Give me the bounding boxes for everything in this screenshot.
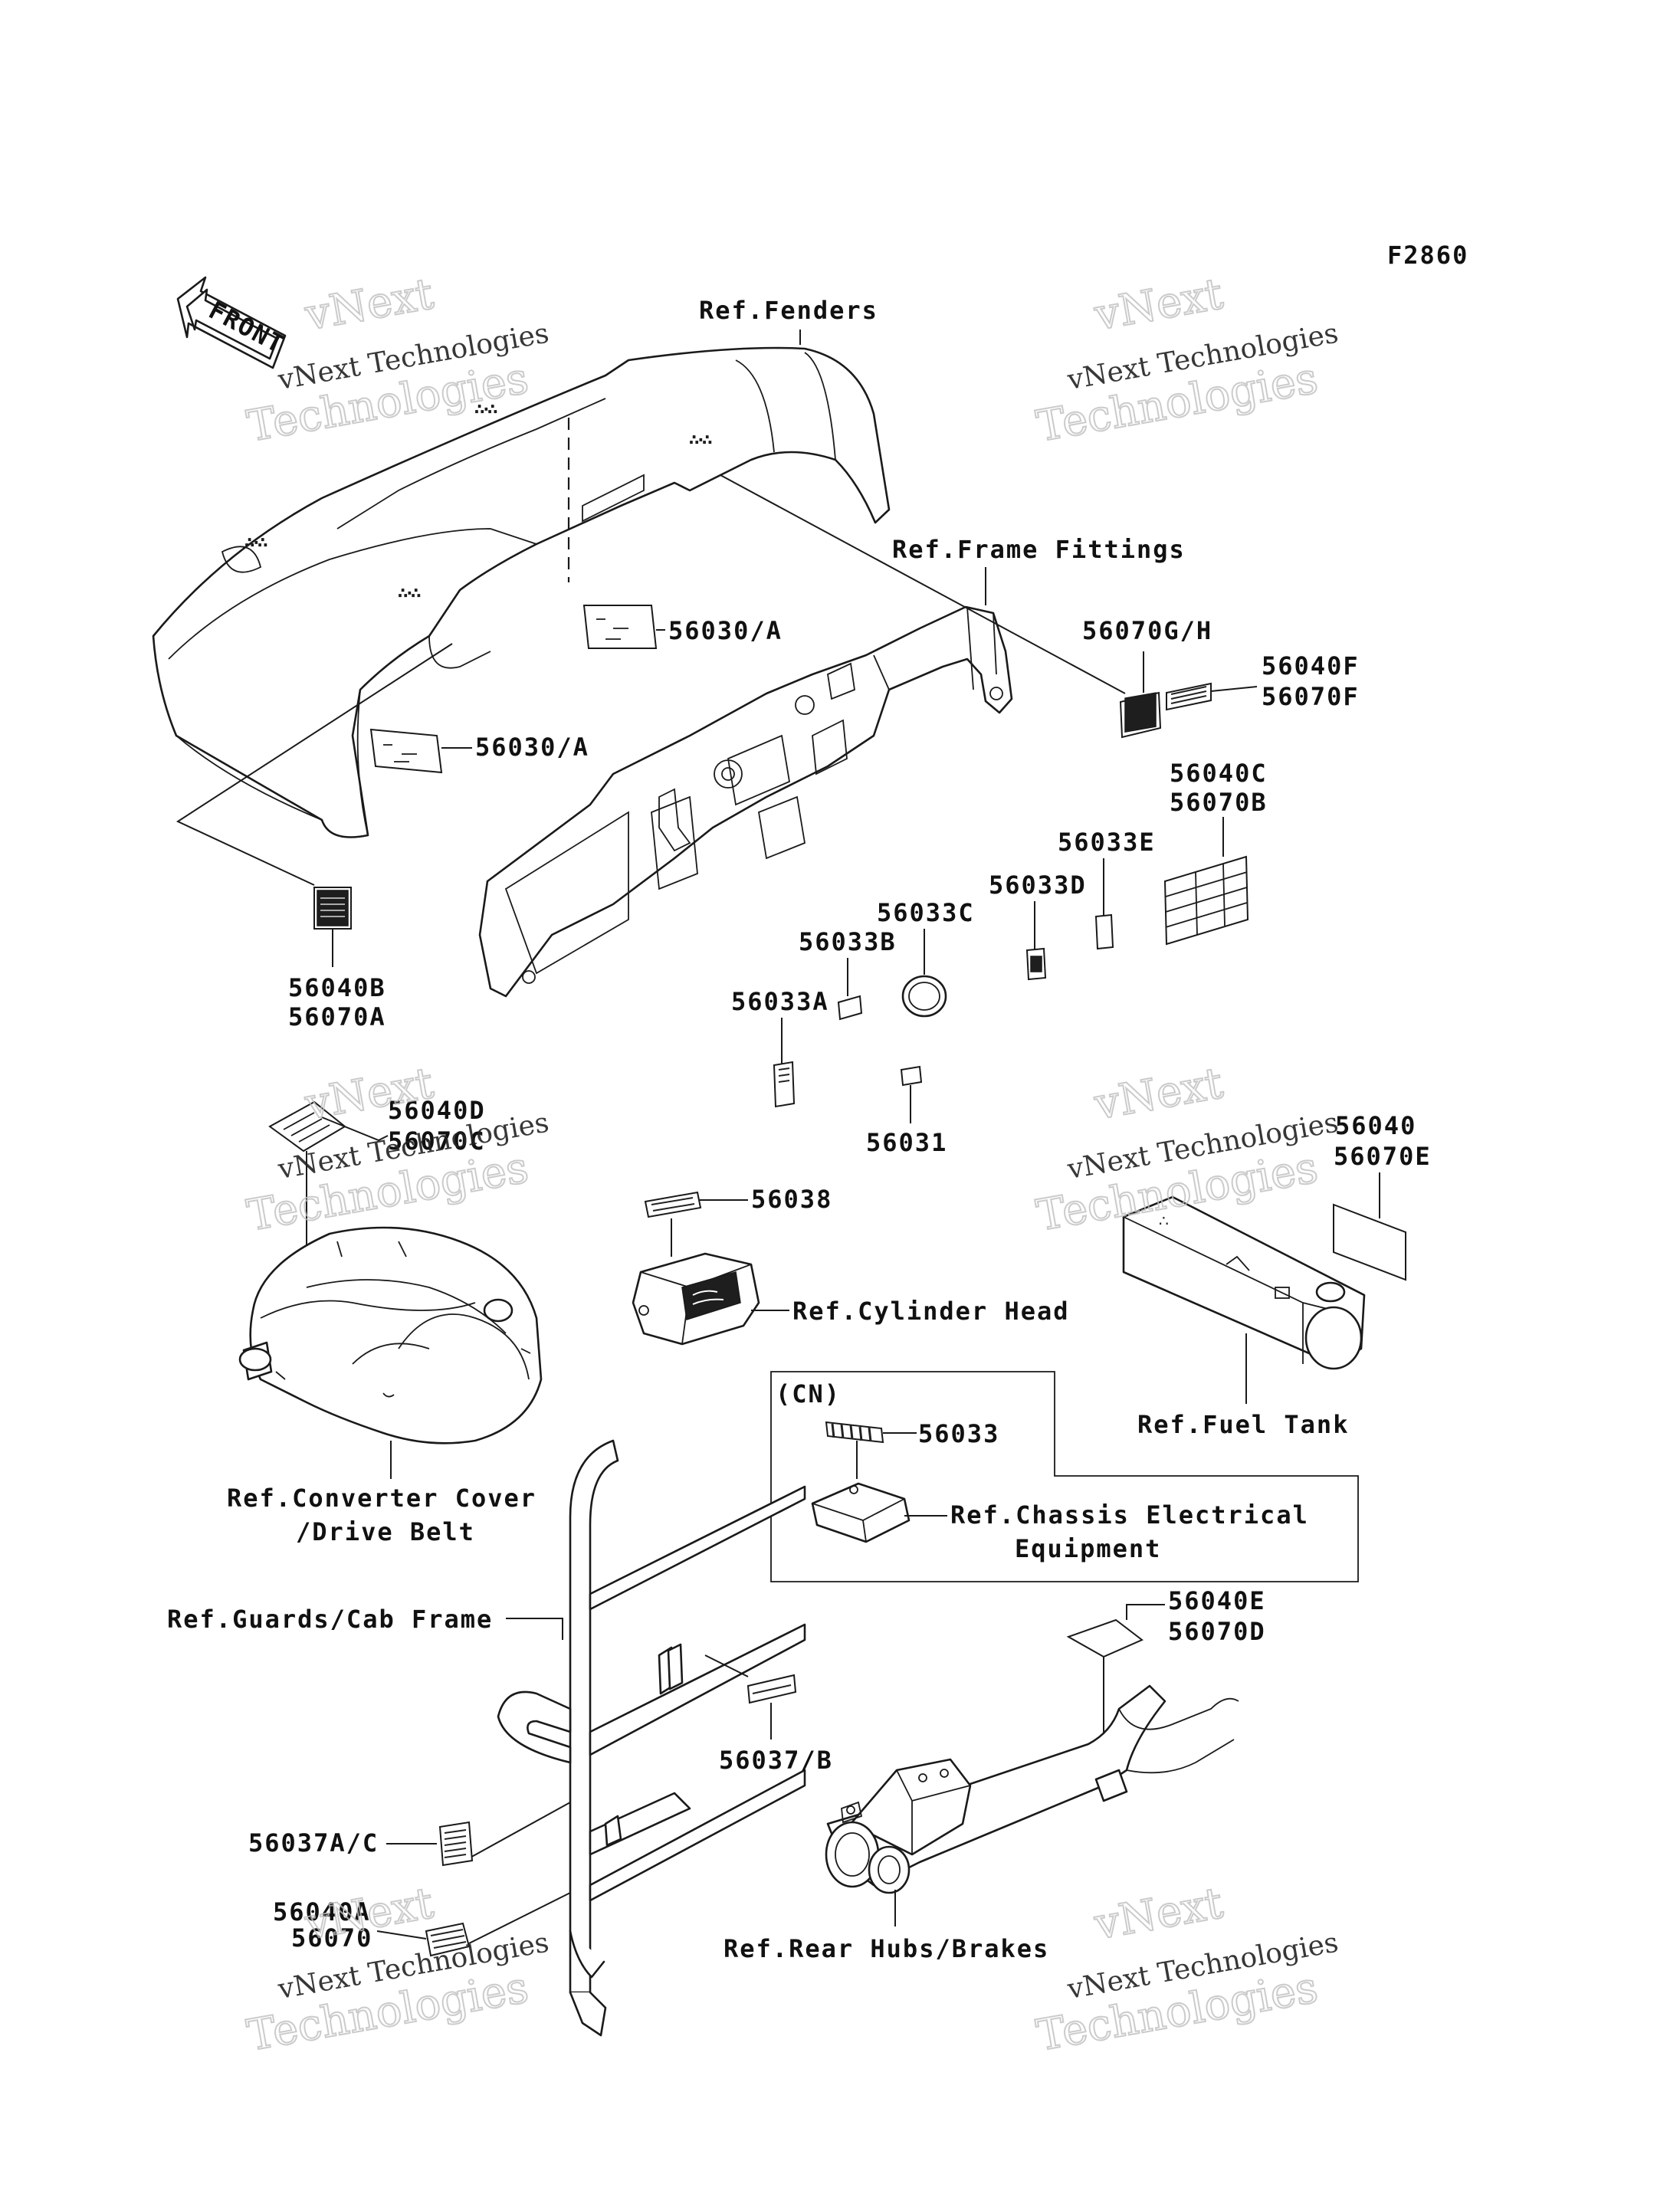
cylinder-head-cover	[632, 1252, 760, 1346]
decal-56037b	[746, 1674, 797, 1704]
decal-56040c-56070b	[1163, 855, 1249, 946]
watermark-top-right: vNext vNext Technologies Technologies	[1032, 268, 1340, 453]
decal-56038	[644, 1191, 702, 1218]
label-56070d: 56070D	[1168, 1617, 1266, 1646]
svg-text:vNext: vNext	[1091, 269, 1227, 340]
label-56040b: 56040B	[288, 973, 386, 1002]
ref-converter-cover-label-1: Ref.Converter Cover	[227, 1484, 536, 1513]
frame-fittings-panel	[478, 605, 1013, 998]
svg-text:vNext: vNext	[1091, 1878, 1227, 1949]
label-56033e: 56033E	[1058, 828, 1156, 857]
decal-56033c-ring	[901, 975, 947, 1018]
label-56070: 56070	[291, 1923, 372, 1953]
label-56033d: 56033D	[989, 871, 1087, 900]
decal-56033b	[837, 995, 863, 1021]
decal-56040f-56070f	[1166, 682, 1212, 711]
watermark-bottom-left: vNext vNext Technologies Technologies	[243, 1877, 551, 2062]
svg-text:∴: ∴	[1159, 1212, 1169, 1230]
label-56033c: 56033C	[877, 898, 975, 927]
label-56038: 56038	[751, 1185, 832, 1214]
decal-56033e	[1094, 913, 1114, 950]
cn-box-label: (CN)	[776, 1379, 841, 1408]
label-56033b: 56033B	[799, 927, 897, 956]
rear-axle-assembly	[825, 1684, 1239, 1894]
watermark-mid-left: vNext vNext Technologies Technologies	[243, 1058, 551, 1242]
label-56070e: 56070E	[1334, 1142, 1432, 1171]
svg-text:vNext: vNext	[1091, 1058, 1227, 1130]
label-56070f: 56070F	[1262, 682, 1360, 711]
watermark-bottom-right: vNext vNext Technologies Technologies	[1032, 1877, 1340, 2062]
chassis-electrical-unit	[811, 1482, 911, 1543]
figure-code: F2860	[1387, 241, 1468, 270]
decal-56033d	[1025, 947, 1047, 981]
ref-guards-cab-frame-label: Ref.Guards/Cab Frame	[167, 1605, 493, 1634]
watermark-mid-right: vNext vNext Technologies Technologies	[1032, 1058, 1340, 1242]
svg-text:vNext: vNext	[301, 1878, 438, 1949]
label-56030a-lower: 56030/A	[475, 733, 589, 762]
label-56031: 56031	[866, 1128, 947, 1157]
label-56040a: 56040A	[273, 1897, 371, 1926]
ref-fuel-tank-label: Ref.Fuel Tank	[1137, 1410, 1349, 1439]
ref-chassis-electrical-label-1: Ref.Chassis Electrical	[950, 1500, 1309, 1530]
svg-text:∴·∴: ∴·∴	[245, 535, 267, 551]
label-56070gh: 56070G/H	[1082, 616, 1212, 645]
fender-assembly: ∴·∴ ∴·∴ ∴·∴ ∴·∴	[152, 346, 891, 838]
decal-56040e-56070d	[1066, 1618, 1144, 1658]
label-56070b: 56070B	[1170, 788, 1268, 817]
decal-56037ac	[438, 1821, 474, 1867]
label-56070c: 56070C	[388, 1126, 486, 1156]
label-56030a-upper: 56030/A	[668, 616, 783, 645]
decal-56070gh	[1119, 691, 1162, 739]
label-56040c: 56040C	[1170, 759, 1268, 788]
cn-box	[770, 1371, 1359, 1582]
converter-cover	[238, 1226, 543, 1444]
label-56040f: 56040F	[1262, 651, 1360, 680]
label-56037b: 56037/B	[719, 1746, 833, 1775]
svg-text:vNext: vNext	[301, 269, 438, 340]
label-56040d: 56040D	[388, 1096, 486, 1125]
decal-56031	[900, 1065, 923, 1087]
fuel-tank: ∴	[1122, 1195, 1366, 1370]
ref-fenders-label: Ref.Fenders	[699, 296, 878, 325]
ref-cylinder-head-label: Ref.Cylinder Head	[792, 1297, 1070, 1326]
label-56033: 56033	[918, 1419, 999, 1448]
ref-chassis-electrical-label-2: Equipment	[1015, 1534, 1161, 1563]
decal-56040b-56070a	[313, 887, 352, 930]
front-arrow-icon: FRONT	[176, 276, 290, 369]
decal-56030a-lower	[369, 728, 443, 774]
svg-text:∴·∴: ∴·∴	[475, 402, 497, 418]
svg-text:∴·∴: ∴·∴	[399, 585, 421, 602]
ref-frame-fittings-label: Ref.Frame Fittings	[892, 535, 1186, 564]
ref-converter-cover-label-2: /Drive Belt	[296, 1517, 475, 1546]
label-56070a: 56070A	[288, 1002, 386, 1031]
label-56033a: 56033A	[731, 987, 829, 1016]
ref-rear-hubs-brakes-label: Ref.Rear Hubs/Brakes	[724, 1934, 1049, 1963]
label-56040: 56040	[1335, 1111, 1416, 1140]
decal-56033	[825, 1421, 884, 1444]
svg-text:∴·∴: ∴·∴	[690, 432, 712, 448]
label-56037ac: 56037A/C	[248, 1828, 379, 1858]
label-56040e: 56040E	[1168, 1586, 1266, 1615]
decal-56033a	[773, 1061, 796, 1108]
decal-56040a-56070	[425, 1922, 471, 1957]
decal-56040-56070e	[1333, 1203, 1406, 1281]
decal-56030a-upper	[582, 605, 658, 649]
cab-frame	[497, 1439, 806, 2037]
